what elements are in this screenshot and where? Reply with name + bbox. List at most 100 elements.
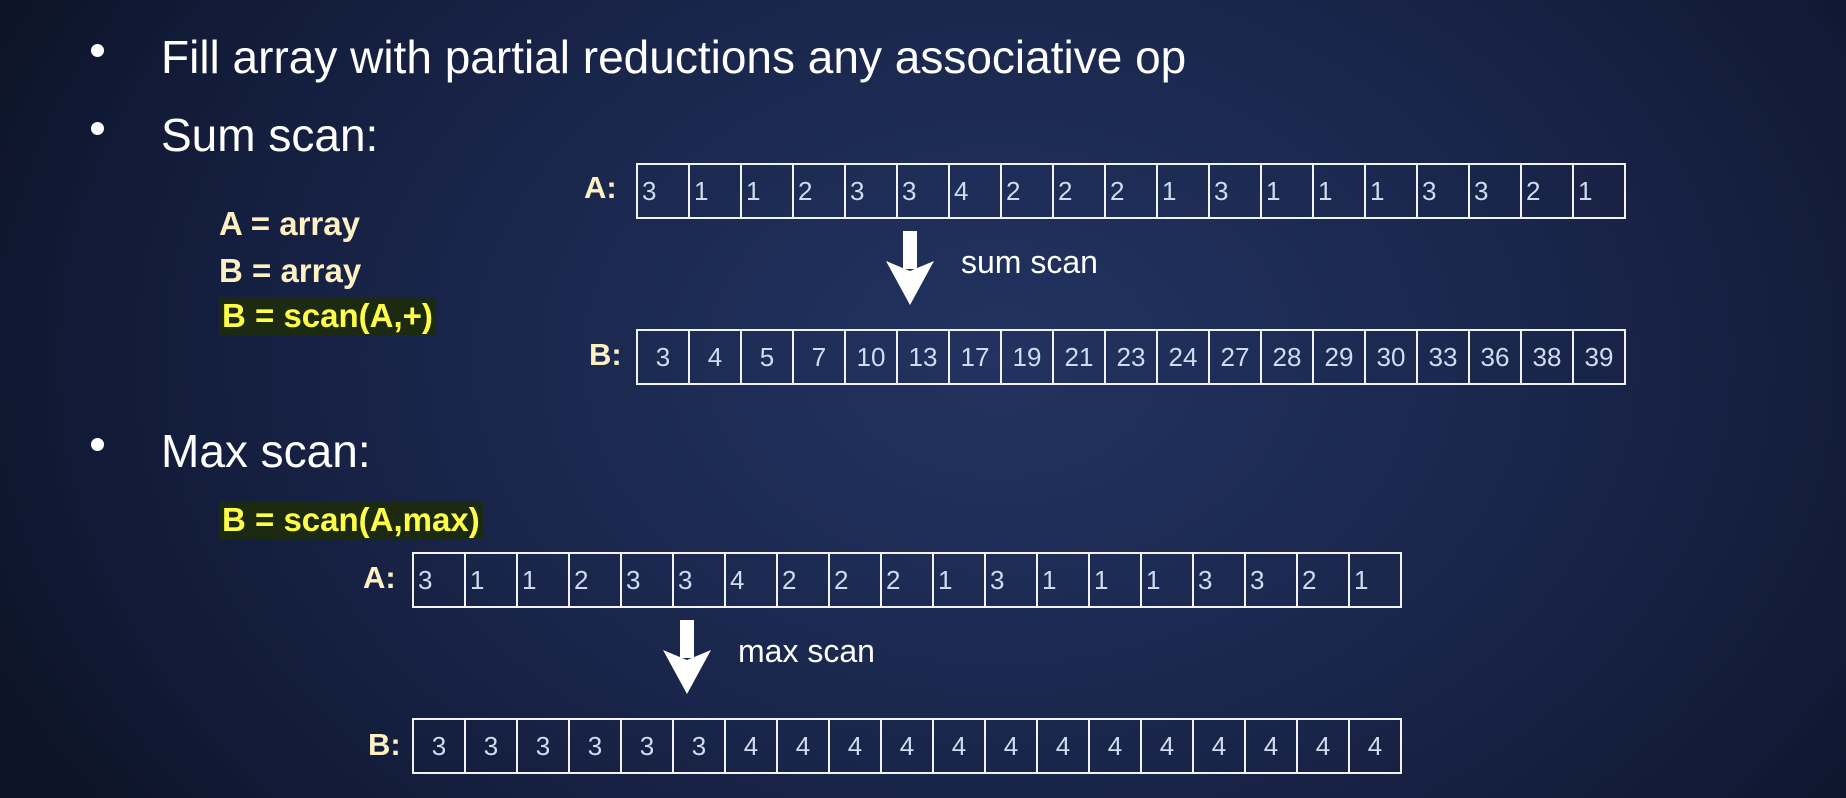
sum-scan-caption: sum scan [961,244,1098,280]
down-arrow-icon [663,620,711,694]
array-cell: 2 [778,554,830,606]
array-cell: 28 [1262,331,1314,383]
array-cell: 4 [830,720,882,772]
sum-input-label: A: [584,170,617,205]
bullet-dot [91,438,104,451]
array-cell: 2 [794,165,846,217]
code-line-sum-scan: B = scan(A,+) [219,297,436,335]
array-cell: 7 [794,331,846,383]
array-cell: 1 [1262,165,1314,217]
array-cell: 4 [1194,720,1246,772]
bullet-text: Max scan: [161,425,371,477]
array-cell: 4 [934,720,986,772]
array-cell: 4 [1090,720,1142,772]
array-cell: 3 [1194,554,1246,606]
array-cell: 3 [674,554,726,606]
array-cell: 4 [726,720,778,772]
array-cell: 3 [986,554,1038,606]
array-cell: 3 [1470,165,1522,217]
array-cell: 3 [1210,165,1262,217]
array-cell: 29 [1314,331,1366,383]
array-cell: 4 [726,554,778,606]
array-cell: 4 [1367,731,1383,761]
array-cell: 3 [414,720,466,772]
array-cell: 17 [950,331,1002,383]
array-cell: 1 [1142,554,1194,606]
array-cell: 3 [414,554,466,606]
array-cell: 1 [518,554,570,606]
array-cell: 1 [1578,176,1593,206]
array-cell: 1 [1314,165,1366,217]
array-cell: 39 [1584,342,1614,372]
max-output-label: B: [368,727,401,762]
array-cell: 1 [466,554,518,606]
array-cell: 3 [466,720,518,772]
code-line-max-scan: B = scan(A,max) [219,501,483,539]
array-cell: 4 [986,720,1038,772]
array-cell: 3 [518,720,570,772]
array-cell: 3 [674,720,726,772]
array-cell: 3 [638,165,690,217]
array-cell: 3 [898,165,950,217]
array-cell: 30 [1366,331,1418,383]
bullet-dot [91,44,104,57]
bullet-fill-array: Fill array with partial reductions any a… [91,30,1187,84]
array-cell: 4 [778,720,830,772]
array-cell: 1 [1090,554,1142,606]
array-cell: 2 [1054,165,1106,217]
bullet-text: Sum scan: [161,109,379,161]
array-cell: 13 [898,331,950,383]
bullet-text: Fill array with partial reductions any a… [161,31,1187,83]
array-cell: 27 [1210,331,1262,383]
array-cell: 1 [1038,554,1090,606]
array-cell: 4 [1298,720,1350,772]
array-cell: 1 [690,165,742,217]
array-cell: 2 [1106,165,1158,217]
sum-output-label: B: [589,337,622,372]
array-cell: 2 [1522,165,1574,217]
array-cell: 4 [690,331,742,383]
array-cell: 3 [570,720,622,772]
array-cell: 3 [622,720,674,772]
array-cell: 2 [1298,554,1350,606]
array-cell: 3 [638,331,690,383]
array-cell: 3 [1246,554,1298,606]
array-cell: 4 [950,165,1002,217]
array-cell: 33 [1418,331,1470,383]
array-cell: 4 [1038,720,1090,772]
array-cell: 2 [882,554,934,606]
array-cell: 1 [934,554,986,606]
array-cell: 1 [742,165,794,217]
array-cell: 10 [846,331,898,383]
bullet-max-scan: Max scan: [91,424,371,478]
array-cell: 1 [1158,165,1210,217]
array-cell: 3 [622,554,674,606]
array-cell: 3 [1418,165,1470,217]
array-cell: 4 [1142,720,1194,772]
array-cell: 38 [1522,331,1574,383]
down-arrow-icon [886,231,934,305]
bullet-dot [91,122,104,135]
array-cell: 1 [1366,165,1418,217]
array-cell: 36 [1470,331,1522,383]
array-cell: 5 [742,331,794,383]
array-cell: 2 [570,554,622,606]
array-cell: 2 [830,554,882,606]
array-cell: 23 [1106,331,1158,383]
array-cell: 2 [1002,165,1054,217]
bullet-sum-scan: Sum scan: [91,108,379,162]
slide-title-fragment [940,0,1370,22]
array-cell: 4 [1246,720,1298,772]
array-cell: 4 [882,720,934,772]
max-scan-caption: max scan [738,633,875,669]
max-input-label: A: [363,560,396,595]
array-cell: 21 [1054,331,1106,383]
array-cell: 3 [846,165,898,217]
code-line-b: B = array [219,252,362,289]
code-line-a: A = array [219,205,360,242]
array-cell: 24 [1158,331,1210,383]
